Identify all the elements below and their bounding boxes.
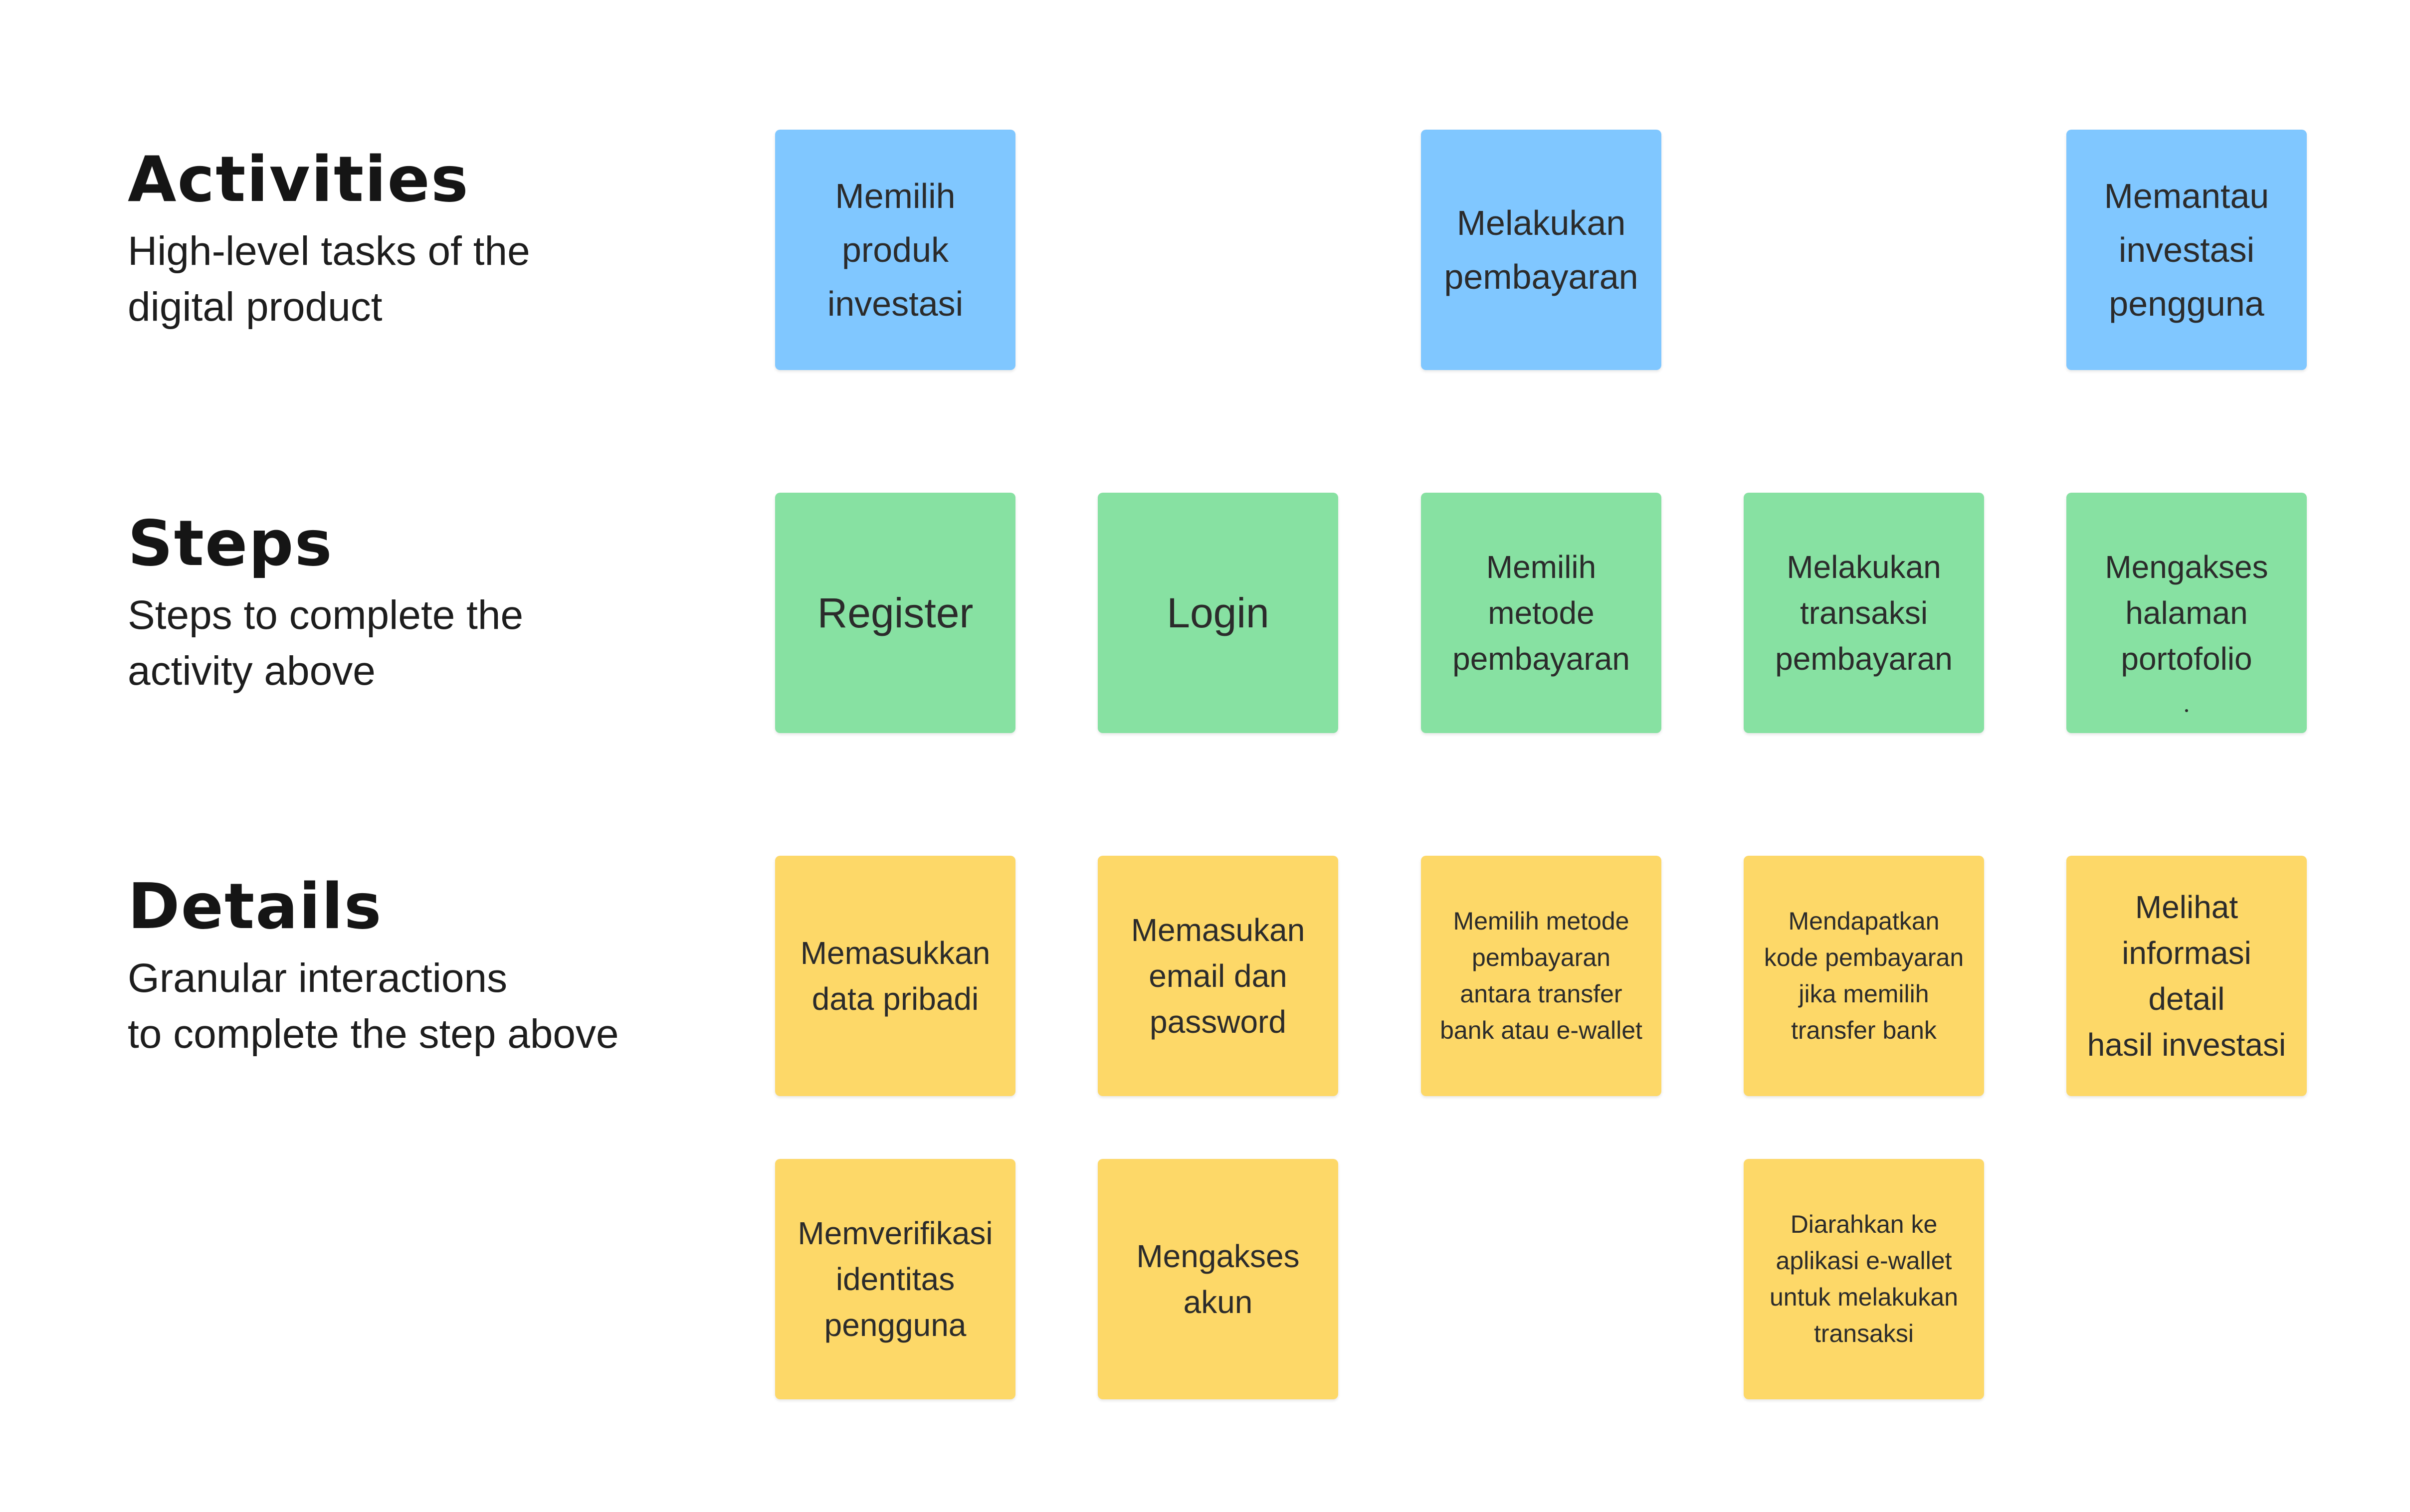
detail-note-text: Memverifikasi identitas pengguna [798, 1215, 993, 1343]
step-note-login[interactable]: Login [1098, 493, 1338, 733]
activity-note-text: Melakukan pembayaran [1444, 203, 1638, 296]
step-note-memilih-metode-pembayaran[interactable]: Memilih metode pembayaran [1421, 493, 1661, 733]
detail-note-melihat-informasi-detail[interactable]: Melihat informasi detail hasil investasi [2066, 856, 2307, 1096]
detail-note-memverifikasi-identitas-pengguna[interactable]: Memverifikasi identitas pengguna [775, 1159, 1015, 1399]
activities-description: High-level tasks of the digital product [128, 228, 530, 330]
activity-note-melakukan-pembayaran[interactable]: Melakukan pembayaran [1421, 130, 1661, 370]
detail-note-text: Memasukan email dan password [1131, 912, 1305, 1040]
detail-note-text: Melihat informasi detail hasil investasi [2087, 889, 2286, 1063]
detail-note-text: Memilih metode pembayaran antara transfe… [1440, 907, 1642, 1044]
step-note-text: Mengakses halaman portofolio [2105, 549, 2268, 677]
detail-note-text: Mengakses akun [1136, 1238, 1300, 1320]
detail-note-mendapatkan-kode-pembayaran[interactable]: Mendapatkan kode pembayaran jika memilih… [1744, 856, 1984, 1096]
details-description: Granular interactions to complete the st… [128, 955, 619, 1057]
detail-note-text: Mendapatkan kode pembayaran jika memilih… [1764, 907, 1964, 1044]
details-heading: Details Granular interactions to complet… [128, 872, 701, 1062]
activity-note-memilih-produk-investasi[interactable]: Memilih produk investasi [775, 130, 1015, 370]
steps-title: Steps [128, 507, 333, 580]
step-note-melakukan-transaksi-pembayaran[interactable]: Melakukan transaksi pembayaran [1744, 493, 1984, 733]
step-note-text: Melakukan transaksi pembayaran [1775, 549, 1953, 677]
detail-note-mengakses-akun[interactable]: Mengakses akun [1098, 1159, 1338, 1399]
details-title: Details [128, 870, 383, 943]
detail-note-memilih-metode-pembayaran[interactable]: Memilih metode pembayaran antara transfe… [1421, 856, 1661, 1096]
step-note-text: Register [817, 589, 974, 636]
activities-heading: Activities High-level tasks of the digit… [128, 145, 701, 335]
step-note-text: Memilih metode pembayaran [1452, 549, 1630, 677]
activity-note-memantau-investasi-pengguna[interactable]: Memantau investasi pengguna [2066, 130, 2307, 370]
stray-dot-mark [2185, 709, 2188, 712]
detail-note-text: Memasukkan data pribadi [800, 935, 991, 1017]
activities-title: Activities [128, 143, 469, 216]
steps-heading: Steps Steps to complete the activity abo… [128, 509, 701, 699]
detail-note-text: Diarahkan ke aplikasi e-wallet untuk mel… [1769, 1210, 1958, 1347]
steps-description: Steps to complete the activity above [128, 592, 524, 694]
activity-note-text: Memantau investasi pengguna [2104, 177, 2269, 323]
step-note-mengakses-halaman-portofolio[interactable]: Mengakses halaman portofolio [2066, 493, 2307, 733]
detail-note-memasukkan-data-pribadi[interactable]: Memasukkan data pribadi [775, 856, 1015, 1096]
detail-note-diarahkan-ke-aplikasi-e-wallet[interactable]: Diarahkan ke aplikasi e-wallet untuk mel… [1744, 1159, 1984, 1399]
step-note-register[interactable]: Register [775, 493, 1015, 733]
step-note-text: Login [1167, 589, 1269, 636]
detail-note-memasukan-email-dan-password[interactable]: Memasukan email dan password [1098, 856, 1338, 1096]
activity-note-text: Memilih produk investasi [827, 177, 964, 323]
